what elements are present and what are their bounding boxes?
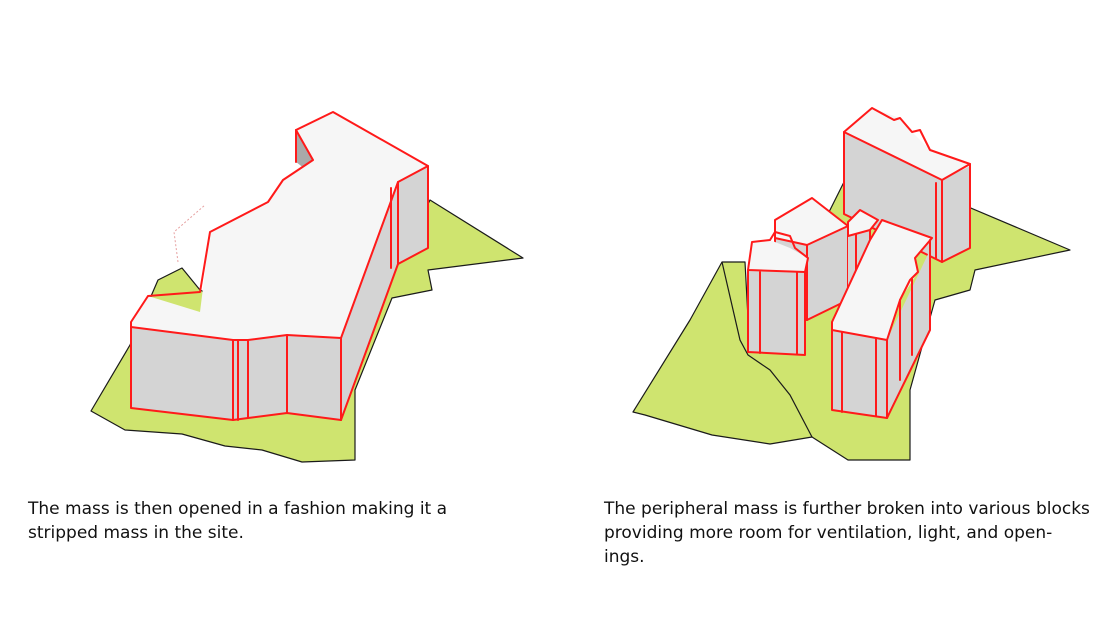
caption-right-line-3: ings. xyxy=(604,547,645,567)
diagram-right xyxy=(632,107,1071,461)
wall-front-mid xyxy=(233,340,248,420)
wall-front-mid2 xyxy=(248,335,287,418)
wall-front-right xyxy=(287,335,341,420)
roof-left xyxy=(131,112,428,340)
diagram-left xyxy=(90,111,524,463)
caption-right-line-2: providing more room for ventilation, lig… xyxy=(604,523,1053,543)
caption-right-line-1: The peripheral mass is further broken in… xyxy=(604,499,1090,519)
caption-left: The mass is then opened in a fashion mak… xyxy=(28,497,498,545)
site-boundary-right xyxy=(721,261,813,438)
wall-side-right xyxy=(341,182,398,420)
block-back-tall xyxy=(843,107,971,263)
block-long-front xyxy=(831,219,933,419)
caption-right: The peripheral mass is further broken in… xyxy=(604,497,1114,569)
caption-left-line-1: The mass is then opened in a fashion mak… xyxy=(28,499,448,519)
edges-left xyxy=(130,111,429,421)
caption-left-line-2: stripped mass in the site. xyxy=(28,523,244,543)
wall-end-right xyxy=(398,166,428,264)
wall-front-left xyxy=(131,327,233,420)
setback-line-left xyxy=(173,204,259,351)
block-front-left xyxy=(747,231,809,356)
